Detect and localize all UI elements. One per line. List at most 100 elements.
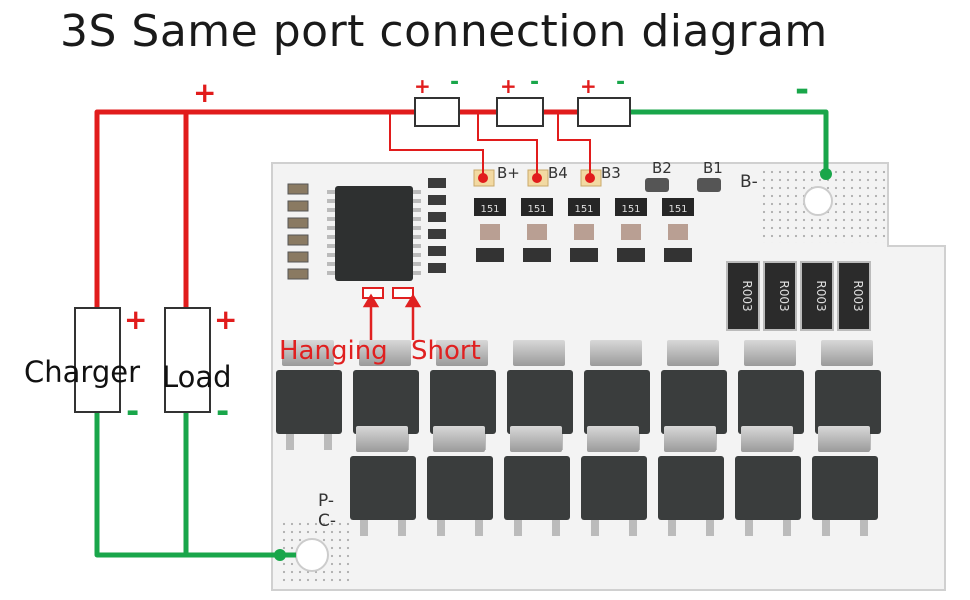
ic-pin <box>413 217 421 221</box>
smd-resistor <box>428 263 446 273</box>
sense-resistor <box>726 261 760 331</box>
ic-pin <box>327 262 335 266</box>
mosfet <box>584 370 650 434</box>
mosfet-leg <box>514 520 522 536</box>
mosfet-leg <box>591 520 599 536</box>
mosfet-tab <box>436 340 488 366</box>
mosfet-tab <box>356 426 408 452</box>
smd-capacitor <box>287 217 309 229</box>
load-plus-sign: + <box>214 303 238 336</box>
ic-pin <box>413 271 421 275</box>
mosfet-tab <box>664 426 716 452</box>
mosfet-leg <box>398 520 406 536</box>
load-minus-sign: - <box>216 392 230 430</box>
hanging-label: Hanging <box>279 336 388 366</box>
mosfet <box>735 456 801 520</box>
positive-wiring <box>94 109 578 308</box>
sense-resistor <box>837 261 871 331</box>
ic-pin <box>327 217 335 221</box>
ic-pin <box>413 244 421 248</box>
mosfet-leg <box>552 520 560 536</box>
mosfet-tab <box>359 340 411 366</box>
ic-pin <box>413 226 421 230</box>
charger-box <box>74 307 121 413</box>
sense-resistor <box>800 261 834 331</box>
smd-capacitor <box>287 183 309 195</box>
mosfet-leg <box>745 520 753 536</box>
mosfet-tab <box>818 426 870 452</box>
mosfet <box>738 370 804 434</box>
smd-resistor <box>428 212 446 222</box>
mosfet-tab <box>433 426 485 452</box>
mosfet-tab <box>821 340 873 366</box>
b-minus-mounting-hole <box>803 186 833 216</box>
pad-label-b3: B3 <box>601 164 621 182</box>
cell3-plus-sign: + <box>580 74 597 98</box>
smd-diode <box>523 248 551 262</box>
charger-minus-sign: - <box>126 392 140 430</box>
ic-pin <box>327 208 335 212</box>
p-minus-mounting-hole <box>295 538 329 572</box>
mosfet-leg <box>324 434 332 450</box>
battery-cells <box>414 97 631 127</box>
mosfet-leg <box>783 520 791 536</box>
mosfet-leg <box>475 520 483 536</box>
charger-plus-sign: + <box>124 303 148 336</box>
mosfet <box>427 456 493 520</box>
pad-label-b2: B2 <box>652 159 672 177</box>
smd-resistor-code: 151 <box>668 204 687 215</box>
mosfet <box>504 456 570 520</box>
page-title: 3S Same port connection diagram <box>60 6 828 57</box>
smd-capacitor <box>287 200 309 212</box>
mosfet-leg <box>860 520 868 536</box>
smd-led <box>574 224 594 240</box>
mosfet <box>815 370 881 434</box>
smd-components <box>287 178 446 280</box>
mosfet-tab <box>741 426 793 452</box>
smd-resistor <box>615 198 647 216</box>
ic-pin <box>327 253 335 257</box>
smd-resistor-code: 151 <box>527 204 546 215</box>
sense-resistor-code: R003 <box>777 280 791 311</box>
ic-pin <box>327 199 335 203</box>
charger-label: Charger <box>24 355 140 389</box>
smd-led <box>527 224 547 240</box>
balance-wires <box>389 112 595 183</box>
ic-pin <box>413 190 421 194</box>
pad-label-c-minus: C- <box>318 511 337 531</box>
mosfet-tab <box>667 340 719 366</box>
mosfet <box>507 370 573 434</box>
ic-pin <box>413 199 421 203</box>
smd-diode <box>570 248 598 262</box>
mosfet-tab <box>282 340 334 366</box>
annotation-arrows <box>362 293 422 340</box>
mosfet <box>276 370 342 434</box>
smd-resistor-code: 151 <box>480 204 499 215</box>
smd-capacitor <box>287 268 309 280</box>
cell3-minus-sign: - <box>616 70 626 95</box>
ic-pin <box>327 190 335 194</box>
ic-pin <box>413 253 421 257</box>
mosfet-leg <box>668 520 676 536</box>
mosfet <box>430 370 496 434</box>
negative-wiring <box>94 109 832 561</box>
ic-pin <box>327 271 335 275</box>
smd-resistor <box>662 198 694 216</box>
battery-cell-1 <box>414 97 460 127</box>
mosfet-tab <box>510 426 562 452</box>
mosfet <box>581 456 647 520</box>
sense-resistor <box>763 261 797 331</box>
mosfet-array <box>276 340 881 536</box>
pad-label-b-plus: B+ <box>497 164 520 182</box>
smd-resistor <box>428 178 446 188</box>
ic-pin <box>327 226 335 230</box>
smd-resistor <box>521 198 553 216</box>
mosfet <box>353 370 419 434</box>
mosfet-leg <box>286 434 294 450</box>
pad-label-b1: B1 <box>703 159 723 177</box>
mosfet-tab <box>513 340 565 366</box>
smd-resistor-code: 151 <box>621 204 640 215</box>
balance-pad-jumper <box>645 178 669 192</box>
cell2-minus-sign: - <box>530 70 540 95</box>
